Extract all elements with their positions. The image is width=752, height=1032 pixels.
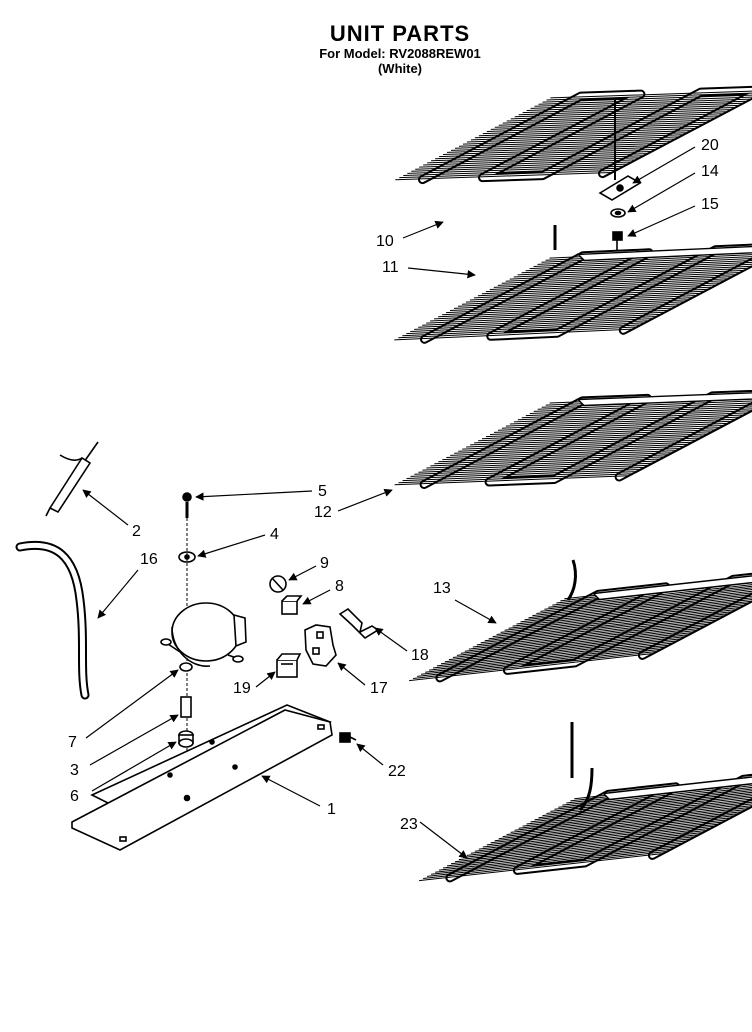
callout-13: 13 — [433, 580, 451, 597]
leader-6 — [91, 741, 177, 792]
callout-6: 6 — [70, 788, 79, 805]
compressor — [160, 602, 247, 672]
overload-protector — [269, 575, 287, 593]
compressor-sleeve — [180, 696, 192, 718]
filter-drier — [45, 441, 99, 517]
leader-19 — [255, 671, 276, 688]
callout-15: 15 — [701, 196, 719, 213]
callout-labels: 20 14 15 10 11 5 12 2 4 16 9 8 13 18 17 … — [68, 137, 719, 833]
leader-16 — [97, 569, 139, 619]
callout-9: 9 — [320, 555, 329, 572]
callout-18: 18 — [411, 647, 429, 664]
callout-23: 23 — [400, 816, 418, 833]
compressor-base-plate — [71, 704, 333, 851]
mounting-bracket — [598, 175, 642, 201]
diagram-title: UNIT PARTS — [329, 21, 471, 46]
callout-8: 8 — [335, 578, 344, 595]
leader-10 — [402, 220, 444, 239]
evaporator-coil-23 — [419, 773, 752, 883]
callout-10: 10 — [376, 233, 394, 250]
bracket-screw — [612, 231, 623, 250]
bracket-washer — [610, 208, 626, 218]
callout-7: 7 — [68, 734, 77, 751]
callout-leaders — [82, 146, 696, 859]
leader-12 — [337, 488, 393, 512]
mount-bolt — [182, 492, 192, 518]
callout-4: 4 — [270, 526, 279, 543]
callout-22: 22 — [388, 763, 406, 780]
callout-16: 16 — [140, 551, 158, 568]
evaporator-coil-12 — [394, 389, 752, 489]
leader-14 — [627, 172, 696, 213]
model-color: (White) — [377, 61, 423, 76]
coil-tubes — [553, 100, 616, 812]
callout-19: 19 — [233, 680, 251, 697]
leader-3 — [89, 714, 179, 766]
leader-11 — [407, 267, 476, 279]
evaporator-coil-13 — [409, 572, 752, 683]
leader-8 — [302, 589, 331, 605]
model-number: For Model: RV2088REW01 — [319, 46, 481, 61]
callout-17: 17 — [370, 680, 388, 697]
callout-20: 20 — [701, 137, 719, 154]
compressor-grommet — [178, 730, 194, 748]
leader-22 — [356, 743, 384, 766]
leader-18 — [374, 627, 408, 652]
leader-5 — [195, 490, 313, 501]
callout-2: 2 — [132, 523, 141, 540]
callout-12: 12 — [314, 504, 332, 521]
leader-4 — [197, 534, 266, 558]
leader-15 — [627, 205, 696, 237]
callout-14: 14 — [701, 163, 719, 180]
leader-23 — [419, 821, 468, 859]
base-screw — [339, 732, 357, 743]
process-tube — [15, 540, 90, 700]
leader-2 — [82, 489, 129, 526]
terminal-cover — [276, 653, 302, 678]
start-relay — [281, 595, 303, 615]
leader-20 — [632, 146, 696, 184]
leader-1 — [261, 775, 321, 807]
relay-clip — [338, 607, 380, 640]
callout-5: 5 — [318, 483, 327, 500]
leader-7 — [85, 669, 179, 739]
leader-13 — [454, 599, 497, 624]
diagram-header: UNIT PARTS For Model: RV2088REW01 (White… — [230, 21, 570, 77]
callout-1: 1 — [327, 801, 336, 818]
relay-cover — [304, 624, 337, 667]
callout-11: 11 — [382, 259, 399, 276]
leader-9 — [288, 565, 317, 581]
evaporator-coil-11 — [394, 243, 752, 344]
evaporator-coils — [394, 85, 752, 883]
evaporator-coil-10 — [395, 85, 752, 185]
leader-17 — [337, 662, 366, 686]
callout-3: 3 — [70, 762, 79, 779]
